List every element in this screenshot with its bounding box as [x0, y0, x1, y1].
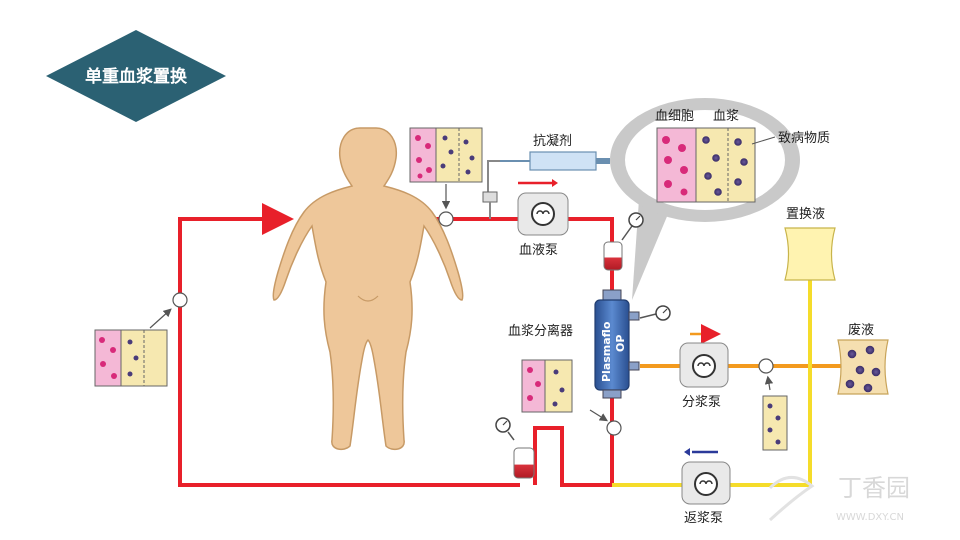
drip-chamber-loop — [533, 426, 612, 487]
watermark-logo-icon — [768, 476, 815, 522]
waste-fluid-label: 废液 — [848, 322, 874, 338]
anticoagulant-label: 抗凝剂 — [533, 133, 572, 149]
sample-panel-arterial — [409, 127, 483, 183]
plasma-separator-label: 血浆分离器 — [508, 323, 573, 339]
sample-port-return — [172, 292, 188, 308]
pressure-gauge-venous — [495, 417, 515, 441]
waste-fluid-bag — [837, 339, 889, 395]
sample-port-separator — [606, 420, 622, 436]
pressure-gauge-arterial — [621, 212, 644, 241]
filter-brand-label: Plasmaflo — [600, 321, 613, 382]
blood-circuit — [178, 217, 614, 487]
venous-return-line — [178, 217, 520, 487]
separation-pump — [679, 342, 729, 388]
plasma-label: 血浆 — [713, 109, 739, 124]
separation-pump-label: 分浆泵 — [682, 395, 721, 410]
sample-panel-plasma — [762, 395, 788, 451]
title-badge: 单重血浆置换 — [46, 30, 226, 122]
page-title: 单重血浆置换 — [85, 66, 188, 87]
drip-chamber-venous — [513, 447, 535, 479]
sample-panel-separator — [521, 359, 573, 413]
replacement-fluid-label: 置换液 — [786, 207, 825, 222]
rotor-icon — [536, 210, 550, 215]
sample-port-arterial — [438, 211, 454, 227]
sample-port-plasma — [758, 358, 774, 374]
arterial-line — [410, 217, 614, 300]
pathogen-label: 致病物质 — [778, 131, 830, 146]
pressure-gauge-separator — [639, 305, 671, 321]
title-diamond — [46, 30, 226, 122]
anticoagulant-syringe — [482, 151, 610, 219]
watermark-brand: 丁香园 — [838, 474, 910, 502]
return-pump — [681, 461, 731, 505]
drip-chamber-arterial — [603, 241, 623, 271]
blood-pump — [517, 192, 569, 236]
zoom-panel — [656, 127, 756, 203]
sample-panel-return — [94, 329, 168, 387]
plasma-separator: Plasmaflo OP — [594, 289, 640, 399]
rotor-icon — [697, 362, 711, 367]
blood-pump-label: 血液泵 — [519, 243, 558, 258]
filter-model-label: OP — [614, 335, 627, 352]
replacement-fluid-bag — [784, 227, 836, 281]
human-body-figure — [272, 127, 464, 451]
watermark: 丁香园 WWW.DXY.CN — [768, 474, 910, 523]
return-pump-label: 返浆泵 — [684, 511, 723, 526]
rotor-icon — [699, 480, 713, 485]
watermark-url: WWW.DXY.CN — [836, 512, 904, 523]
blood-cells-label: 血细胞 — [655, 109, 694, 124]
